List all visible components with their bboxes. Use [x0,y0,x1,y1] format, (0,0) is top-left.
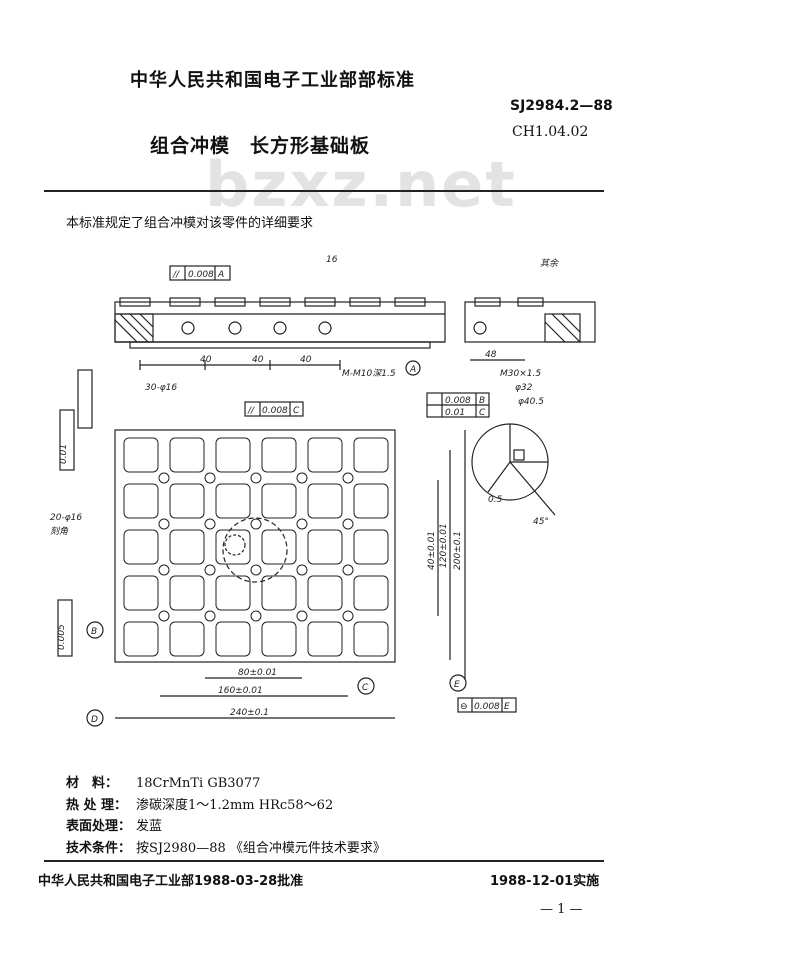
document-title: 组合冲模 长方形基础板 [150,135,371,157]
spec-value: 按SJ2980—88 《组合冲模元件技术要求》 [136,840,386,856]
tol-left: 0.01 [59,444,69,464]
standard-number: SJ2984.2—88 [510,98,613,114]
spec-label: 表面处理： [66,819,132,834]
roughness-note: 其余 [540,258,559,269]
datum-a-circle: A [409,365,416,375]
tol-plan: 0.008 [262,406,288,416]
dim-48: 48 [485,350,497,360]
dim-40-c: 40 [300,355,312,365]
side-view: 48 M30×1.5 φ32 φ40.5 其余 [464,258,596,407]
spec-surface: 表面处理： 发蓝 [66,816,386,838]
datum-a-label: A [217,270,224,280]
datum-b-circle: B [91,627,97,637]
dim-40-b: 40 [252,355,264,365]
left-note-holes: 20-φ16 [50,513,82,523]
dim-phi40: φ40.5 [518,397,544,407]
dim-80: 80±0.01 [238,668,277,678]
dim-phi32: φ32 [515,383,533,393]
datum-c-label-2: C [479,408,486,418]
datum-c-label: C [293,406,300,416]
spec-value: 渗碳深度1～1.2mm HRc58～62 [136,797,334,813]
spec-label: 技术条件： [66,840,132,856]
tol-right-2: 0.01 [445,408,465,418]
svg-text:⊖: ⊖ [460,702,468,712]
tol-bottom: 0.008 [474,702,500,712]
spec-material: 材 料： 18CrMnTi GB3077 [66,773,386,795]
datum-e-label: E [504,702,510,712]
plan-view: // 0.008 C 0.008 0.01 B C 40±0.01 120±0.… [50,369,517,727]
dim-40-vert: 40±0.01 [427,531,437,570]
dim-120: 120±0.01 [439,523,449,568]
datum-b-label: B [479,396,485,406]
dim-m30: M30×1.5 [500,369,541,379]
dim-thread: M-M10深1.5 [342,368,396,379]
spec-list: 材 料： 18CrMnTi GB3077 热 处 理： 渗碳深度1～1.2mm HR… [66,773,386,859]
part-code: CH1.04.02 [512,124,589,140]
tol-left-2: 0.005 [57,624,67,650]
tol-right-1: 0.008 [445,396,471,406]
datum-c-circle: C [362,683,369,693]
detail-view: 0.5 45° [471,423,556,527]
spec-value: 18CrMnTi GB3077 [136,776,261,791]
intro-text: 本标准规定了组合冲模对该零件的详细要求 [66,216,314,231]
header-divider [44,190,604,192]
datum-e-circle: E [454,680,460,690]
svg-text:0.5: 0.5 [488,495,503,505]
spec-technical: 技术条件：按SJ2980—88 《组合冲模元件技术要求》 [66,838,386,860]
spec-value: 发蓝 [136,819,163,834]
footer-divider [44,860,604,862]
dim-40-a: 40 [200,355,212,365]
dim-160: 160±0.01 [218,686,263,696]
front-view: 40 40 40 16 M-M10深1.5 30-φ16 // 0.008 A … [114,255,446,393]
technical-drawing: 40 40 40 16 M-M10深1.5 30-φ16 // 0.008 A … [50,255,596,727]
spec-heat-treatment: 热 处 理： 渗碳深度1～1.2mm HRc58～62 [66,795,386,817]
org-header: 中华人民共和国电子工业部部标准 [130,70,415,91]
watermark: bzxz.net [205,148,517,221]
svg-text://: // [247,406,255,416]
page-number: — 1 — [540,902,583,917]
tol-top: 0.008 [188,270,214,280]
approval-note: 中华人民共和国电子工业部1988-03-28批准 [38,874,304,889]
dim-200: 200±0.1 [453,531,463,570]
svg-text://: // [172,270,180,280]
dim-holes: 30-φ16 [145,383,177,393]
spec-label: 热 处 理： [66,797,128,813]
effective-date: 1988-12-01实施 [490,874,600,889]
dim-16: 16 [326,255,338,265]
left-note-corner: 刻角 [50,526,69,537]
datum-d-circle: D [91,715,98,725]
spec-label: 材 料： [66,776,119,791]
dim-240: 240±0.1 [230,708,269,718]
dim-45deg: 45° [533,517,549,527]
